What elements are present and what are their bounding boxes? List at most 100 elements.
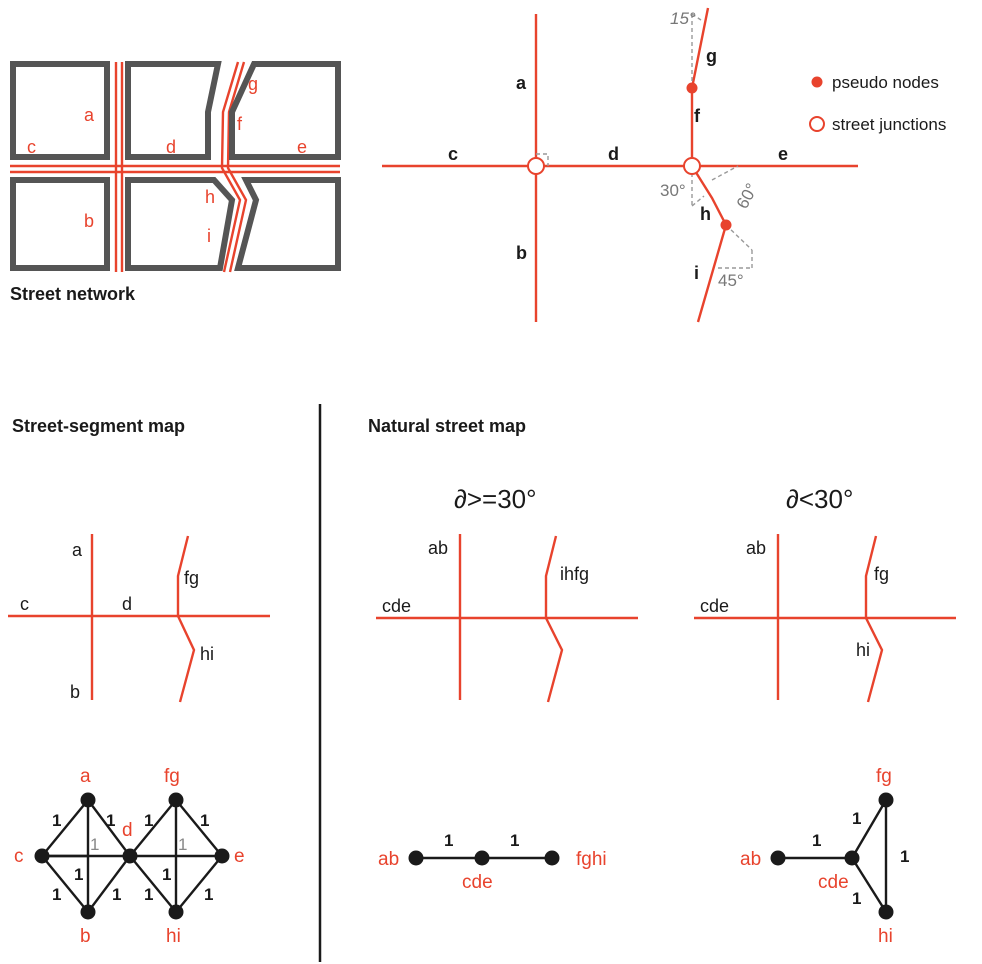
seg-node-c: [34, 848, 50, 864]
seg-edge-d-fg: [129, 799, 177, 857]
street-label-d: d: [166, 137, 176, 157]
seg-edge-d-hi: [129, 855, 177, 913]
seg-label-d: d: [122, 594, 132, 614]
natural-left-nodelabel-ab: ab: [378, 849, 399, 870]
seg-nodelabel-a: a: [80, 766, 91, 787]
angle-label-b: b: [516, 243, 527, 263]
natural-right-weight-cde-hi: 1: [852, 889, 861, 908]
seg-edge-c-b: [41, 855, 89, 913]
seg-weight-a-b: 1: [90, 835, 99, 854]
seg-label-c: c: [20, 594, 29, 614]
block-top-right: [229, 61, 341, 160]
seg-weight-c-b: 1: [52, 885, 61, 904]
angles-panel: a b c d e f g h i 15° 30° 60° 45° pseudo…: [382, 7, 946, 323]
natural-right-node-cde: [844, 850, 860, 866]
seg-weight-hi-e: 1: [204, 885, 213, 904]
seg-nodelabel-b: b: [80, 926, 91, 947]
angle-guide-60: [711, 165, 739, 181]
natural-map-panel: Natural street map ∂>=30° ab cde ihfg ∂<…: [368, 416, 956, 947]
natural-left-node-fghi: [544, 850, 560, 866]
seg-label-fg: fg: [184, 568, 199, 588]
right-angle-marker: [536, 153, 549, 166]
seg-weight-b-d: 1: [112, 885, 121, 904]
block-bottom-left: [10, 177, 110, 271]
angle-30: 30°: [660, 181, 686, 200]
street-label-e: e: [297, 137, 307, 157]
natural-right-weight-fg-hi: 1: [900, 847, 909, 866]
natural-right-label-ab: ab: [746, 538, 766, 558]
natural-left-label-ihfg: ihfg: [560, 564, 589, 584]
natural-right-nodelabel-fg: fg: [876, 766, 892, 787]
seg-node-hi: [168, 904, 184, 920]
seg-street-fg-hi: [176, 535, 196, 703]
natural-right-weight-ab-cde: 1: [812, 831, 821, 850]
legend-street-junctions-label: street junctions: [832, 115, 946, 134]
seg-nodelabel-c: c: [14, 846, 24, 867]
seg-weight-d-fg: 1: [144, 811, 153, 830]
angle-label-f: f: [694, 106, 701, 126]
pseudo-node-hi: [720, 219, 732, 231]
seg-nodelabel-d: d: [122, 820, 133, 841]
natural-right-weight-cde-fg: 1: [852, 809, 861, 828]
legend-junction-circle: [809, 116, 825, 132]
seg-node-e: [214, 848, 230, 864]
angle-guide-h-arc: [691, 195, 705, 207]
natural-right-node-ab: [770, 850, 786, 866]
seg-weight-d-hi: 1: [144, 885, 153, 904]
seg-node-d: [122, 848, 138, 864]
block-bottom-middle: [125, 177, 236, 271]
natural-left-weight-1: 1: [444, 831, 453, 850]
seg-label-b: b: [70, 682, 80, 702]
angle-label-a: a: [516, 73, 527, 93]
block-bottom-right: [234, 177, 341, 271]
street-label-h: h: [205, 187, 215, 207]
block-top-middle: [125, 61, 222, 160]
natural-left-street-ihfg: [544, 535, 564, 703]
angle-45: 45°: [718, 271, 744, 290]
street-label-b: b: [84, 211, 94, 231]
natural-left-formula: ∂>=30°: [454, 484, 537, 514]
seg-weight-a-d: 1: [106, 811, 115, 830]
seg-label-a: a: [72, 540, 83, 560]
natural-right-node-fg: [878, 792, 894, 808]
angle-guide-45: [725, 224, 753, 251]
angle-street-fg-hi: [690, 7, 728, 323]
street-network-panel: a b c d e f g h i Street network: [10, 61, 341, 304]
angle-label-d: d: [608, 144, 619, 164]
street-network-title: Street network: [10, 284, 136, 304]
natural-right-label-hi: hi: [856, 640, 870, 660]
natural-left-label-cde: cde: [382, 596, 411, 616]
junction-circle-right: [683, 157, 701, 175]
angle-guide-g-tick: [691, 13, 702, 21]
natural-right-edge-cde-hi: [850, 857, 888, 913]
natural-left-node-ab: [408, 850, 424, 866]
natural-right-nodelabel-hi: hi: [878, 926, 893, 947]
angle-label-g: g: [706, 46, 717, 66]
natural-right-nodelabel-ab: ab: [740, 849, 761, 870]
street-label-a: a: [84, 105, 95, 125]
angle-label-c: c: [448, 144, 458, 164]
legend-pseudo-node-dot: [811, 76, 823, 88]
segment-map-title: Street-segment map: [12, 416, 185, 436]
seg-edge-hi-e: [175, 855, 223, 913]
street-label-i: i: [207, 226, 211, 246]
seg-weight-fg-e: 1: [200, 811, 209, 830]
natural-right-formula: ∂<30°: [786, 484, 853, 514]
natural-left-nodelabel-cde: cde: [462, 872, 493, 893]
angle-label-e: e: [778, 144, 788, 164]
block-top-left: [10, 61, 110, 160]
legend-pseudo-nodes-label: pseudo nodes: [832, 73, 939, 92]
angle-label-i: i: [694, 263, 699, 283]
street-label-c: c: [27, 137, 36, 157]
segment-map-panel: Street-segment map a b c d fg hi a: [8, 416, 270, 947]
seg-weight-c-d: 1: [74, 865, 83, 884]
seg-weight-fg-hi: 1: [178, 835, 187, 854]
seg-node-fg: [168, 792, 184, 808]
natural-right-nodelabel-cde: cde: [818, 872, 849, 893]
seg-edge-a-d: [87, 799, 131, 857]
seg-nodelabel-fg: fg: [164, 766, 180, 787]
seg-nodelabel-e: e: [234, 846, 245, 867]
natural-right-label-cde: cde: [700, 596, 729, 616]
seg-edge-c-a: [41, 799, 89, 857]
pseudo-node-fg: [686, 82, 698, 94]
